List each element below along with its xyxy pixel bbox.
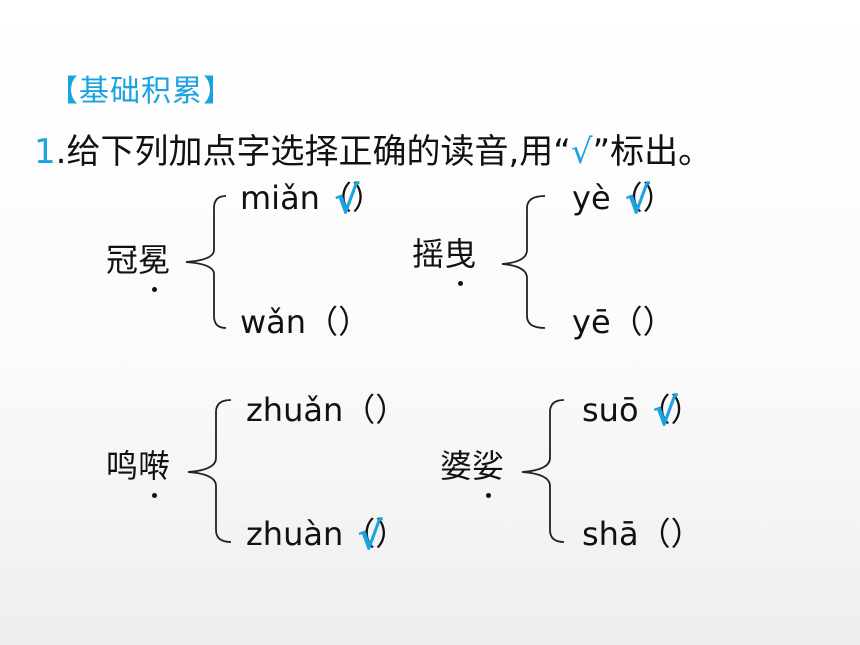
check-mark: √ bbox=[652, 390, 678, 434]
answer-paren[interactable]: （√） bbox=[343, 514, 408, 558]
answer-paren[interactable]: （√） bbox=[638, 390, 703, 434]
answer-paren[interactable]: （√） bbox=[610, 178, 675, 222]
answer-paren[interactable]: （√） bbox=[319, 178, 384, 222]
word-char: 婆 bbox=[440, 447, 473, 485]
pinyin: suō bbox=[582, 391, 639, 429]
check-mark: √ bbox=[333, 178, 360, 222]
pinyin: zhuàn bbox=[246, 515, 344, 553]
brace-1 bbox=[185, 195, 227, 329]
option-sha: shā（） bbox=[582, 514, 703, 554]
brace-4 bbox=[521, 399, 565, 543]
check-mark: √ bbox=[357, 514, 383, 558]
pinyin: yē bbox=[572, 303, 611, 341]
word-char-dotted: 冕 bbox=[138, 241, 171, 292]
word-char: 冠 bbox=[106, 241, 139, 279]
brace-2 bbox=[501, 195, 546, 329]
answer-paren[interactable]: （） bbox=[638, 515, 703, 553]
option-ye1: yē（） bbox=[572, 302, 675, 342]
word-char-dotted: 娑 bbox=[472, 447, 505, 498]
pinyin: zhuǎn bbox=[246, 391, 344, 429]
option-ye4: yè（√） bbox=[572, 178, 675, 222]
question-line: 1.给下列加点字选择正确的读音,用“√”标出。 bbox=[34, 130, 712, 174]
word-char-dotted: 曳 bbox=[444, 235, 477, 286]
pinyin: yè bbox=[572, 179, 611, 217]
check-mark: √ bbox=[624, 178, 650, 222]
word-char: 鸣 bbox=[106, 447, 139, 485]
option-wan: wǎn（） bbox=[240, 302, 370, 342]
answer-paren[interactable]: （） bbox=[343, 391, 408, 429]
pinyin: shā bbox=[582, 515, 639, 553]
pinyin: miǎn bbox=[240, 179, 320, 217]
option-zhuan4: zhuàn（√） bbox=[246, 514, 408, 558]
brace-3 bbox=[187, 399, 232, 543]
question-text-after: ”标出。 bbox=[592, 132, 713, 172]
option-zhuan3: zhuǎn（） bbox=[246, 390, 407, 430]
word-char: 摇 bbox=[412, 235, 445, 273]
option-mian: miǎn（√） bbox=[240, 178, 384, 222]
word-posuo: 婆娑 bbox=[440, 446, 505, 498]
word-char-dotted: 啭 bbox=[138, 447, 171, 498]
question-text-before: .给下列加点字选择正确的读音,用“ bbox=[55, 132, 571, 172]
word-mingzhuan: 鸣啭 bbox=[106, 446, 171, 498]
word-guanmian: 冠冕 bbox=[106, 240, 171, 292]
answer-paren[interactable]: （） bbox=[610, 303, 675, 341]
question-number: 1 bbox=[34, 132, 56, 172]
answer-paren[interactable]: （） bbox=[306, 303, 371, 341]
check-mark-sample: √ bbox=[570, 132, 593, 172]
pinyin: wǎn bbox=[240, 303, 307, 341]
word-yaoye: 摇曳 bbox=[412, 234, 477, 286]
section-title: 【基础积累】 bbox=[48, 74, 234, 109]
option-suo: suō（√） bbox=[582, 390, 703, 434]
